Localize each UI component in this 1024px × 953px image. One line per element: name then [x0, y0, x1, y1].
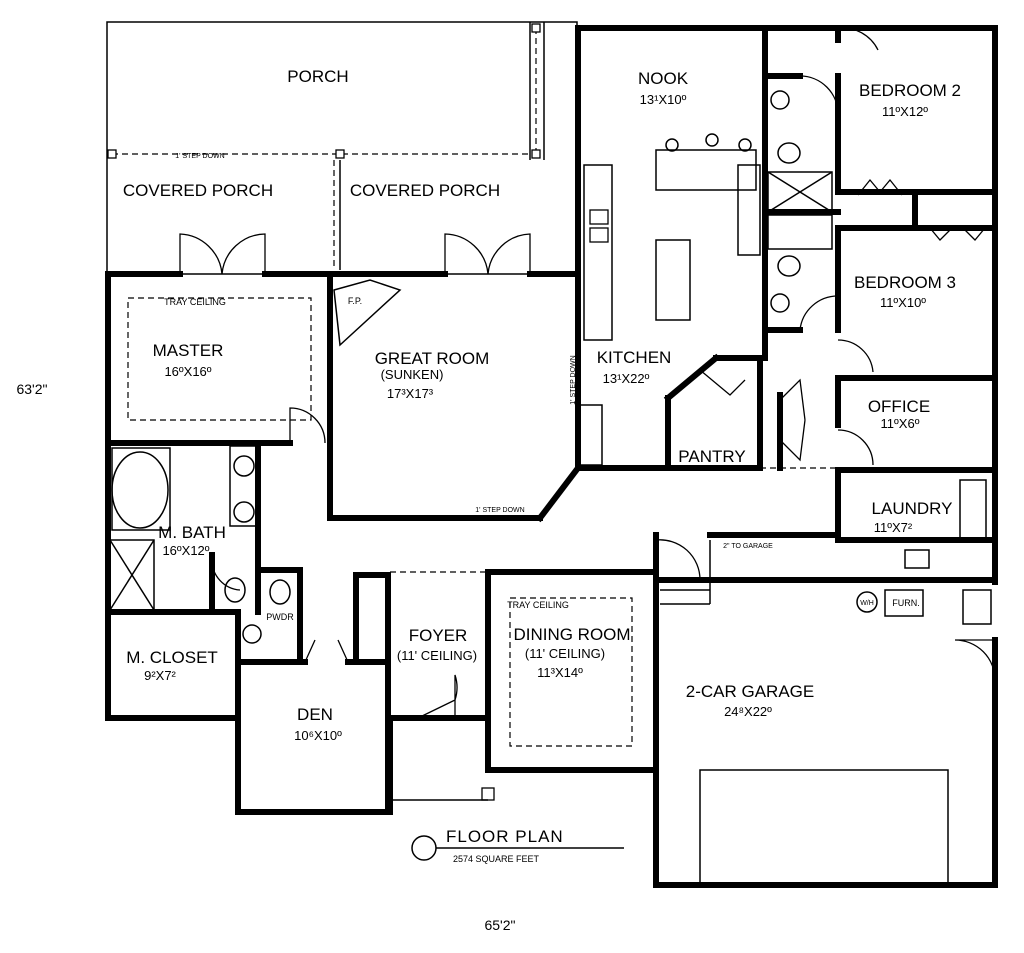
kitchen-dims: 13¹X22º: [603, 371, 650, 386]
den-dims: 10⁶X10º: [294, 728, 342, 743]
laundry-dims: 11ºX7²: [874, 520, 913, 535]
nook-dims: 13¹X10º: [640, 92, 687, 107]
furnace-label: FURN.: [892, 598, 920, 608]
interior-walls: [107, 25, 998, 815]
overall-width: 65'2": [484, 917, 515, 933]
m-bath-dims: 16ºX12º: [162, 543, 209, 558]
laundry-label: LAUNDRY: [872, 499, 953, 518]
nook-label: NOOK: [638, 69, 689, 88]
dining-tray-note: TRAY CEILING: [507, 600, 569, 610]
overall-depth: 63'2": [16, 381, 47, 397]
porch-area: [106, 21, 578, 275]
great-room-dims: 17³X17³: [387, 386, 434, 401]
master-dims: 16ºX16º: [164, 364, 211, 379]
dining-label: DINING ROOM: [513, 625, 630, 644]
kitchen-step-note: 1' STEP DOWN: [570, 355, 577, 404]
exterior-walls: [105, 25, 998, 888]
fixtures: [109, 90, 992, 886]
title-marker-icon: [411, 835, 437, 861]
m-closet-dims: 9²X7²: [144, 668, 176, 683]
foyer-sub: (11' CEILING): [397, 648, 477, 663]
title-block: FLOOR PLAN 2574 SQUARE FEET: [411, 827, 624, 864]
room-labels: PORCH COVERED PORCH COVERED PORCH NOOK 1…: [123, 67, 961, 743]
water-heater-label: W/H: [860, 600, 874, 607]
pantry-label: PANTRY: [678, 447, 745, 466]
covered-porch-left-label: COVERED PORCH: [123, 181, 273, 200]
office-dims: 11ºX6º: [881, 416, 920, 431]
pwdr-label: PWDR: [266, 612, 294, 622]
garage-dims: 24⁸X22º: [724, 704, 772, 719]
great-room-label: GREAT ROOM: [375, 349, 490, 368]
fireplace-label: F.P.: [348, 296, 362, 306]
great-room-step-note: 1' STEP DOWN: [475, 507, 524, 514]
garage-label: 2-CAR GARAGE: [686, 682, 814, 701]
porch-label: PORCH: [287, 67, 348, 86]
dining-dims: 11³X14º: [537, 665, 583, 680]
porch-step-note: 1' STEP DOWN: [175, 153, 224, 160]
doors: [179, 27, 996, 719]
den-label: DEN: [297, 705, 333, 724]
covered-porch-right-label: COVERED PORCH: [350, 181, 500, 200]
bedroom2-label: BEDROOM 2: [859, 81, 961, 100]
bedroom3-dims: 11ºX10º: [880, 295, 926, 310]
dining-sub: (11' CEILING): [525, 646, 605, 661]
m-bath-label: M. BATH: [158, 523, 226, 542]
m-closet-label: M. CLOSET: [126, 648, 218, 667]
foyer-label: FOYER: [409, 626, 468, 645]
master-label: MASTER: [153, 341, 224, 360]
square-footage: 2574 SQUARE FEET: [453, 854, 540, 864]
fixture-notes: F.P. FURN. W/H 1' STEP DOWN 1' STEP DOWN…: [175, 153, 919, 608]
bedroom3-label: BEDROOM 3: [854, 273, 956, 292]
great-room-sub: (SUNKEN): [381, 367, 444, 382]
kitchen-label: KITCHEN: [597, 348, 672, 367]
floor-plan-title: FLOOR PLAN: [446, 827, 564, 846]
bedroom2-dims: 11ºX12º: [882, 104, 928, 119]
master-tray-note: TRAY CEILING: [164, 297, 226, 307]
garage-steps-note: 2" TO GARAGE: [723, 543, 773, 550]
office-label: OFFICE: [868, 397, 930, 416]
